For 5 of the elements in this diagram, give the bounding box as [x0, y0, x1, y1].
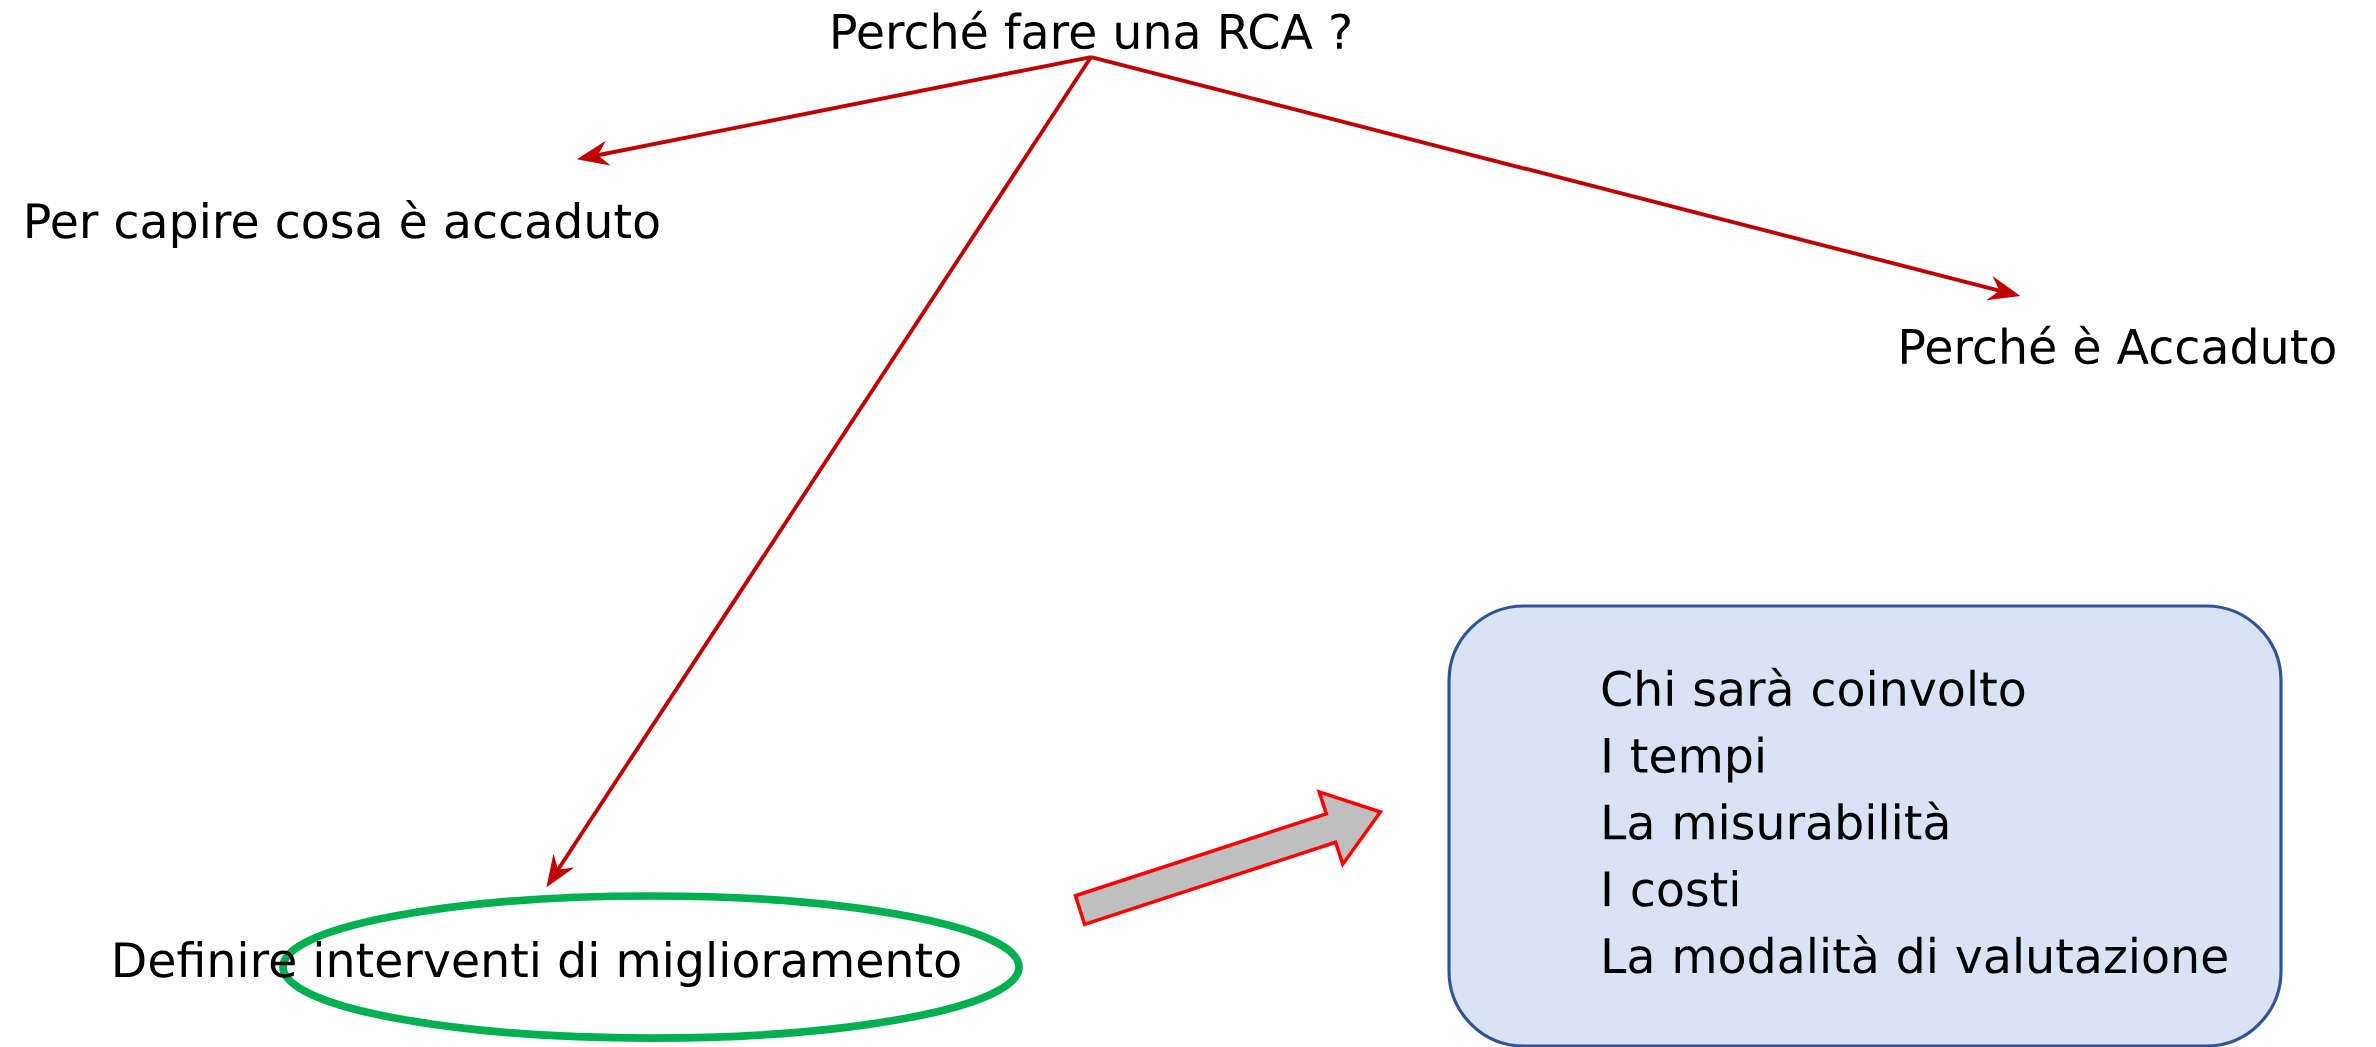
label-text: Per capire cosa è accaduto [27, 200, 659, 248]
title-text: Perché fare una RCA ? [833, 10, 1350, 50]
block-arrow [1073, 789, 1384, 927]
label-text: Perché è Accaduto [1902, 325, 2335, 365]
list-box: Chi sarà coinvolto I tempi La misurabilità I costi La modalità di valutazione [1447, 604, 2283, 1047]
